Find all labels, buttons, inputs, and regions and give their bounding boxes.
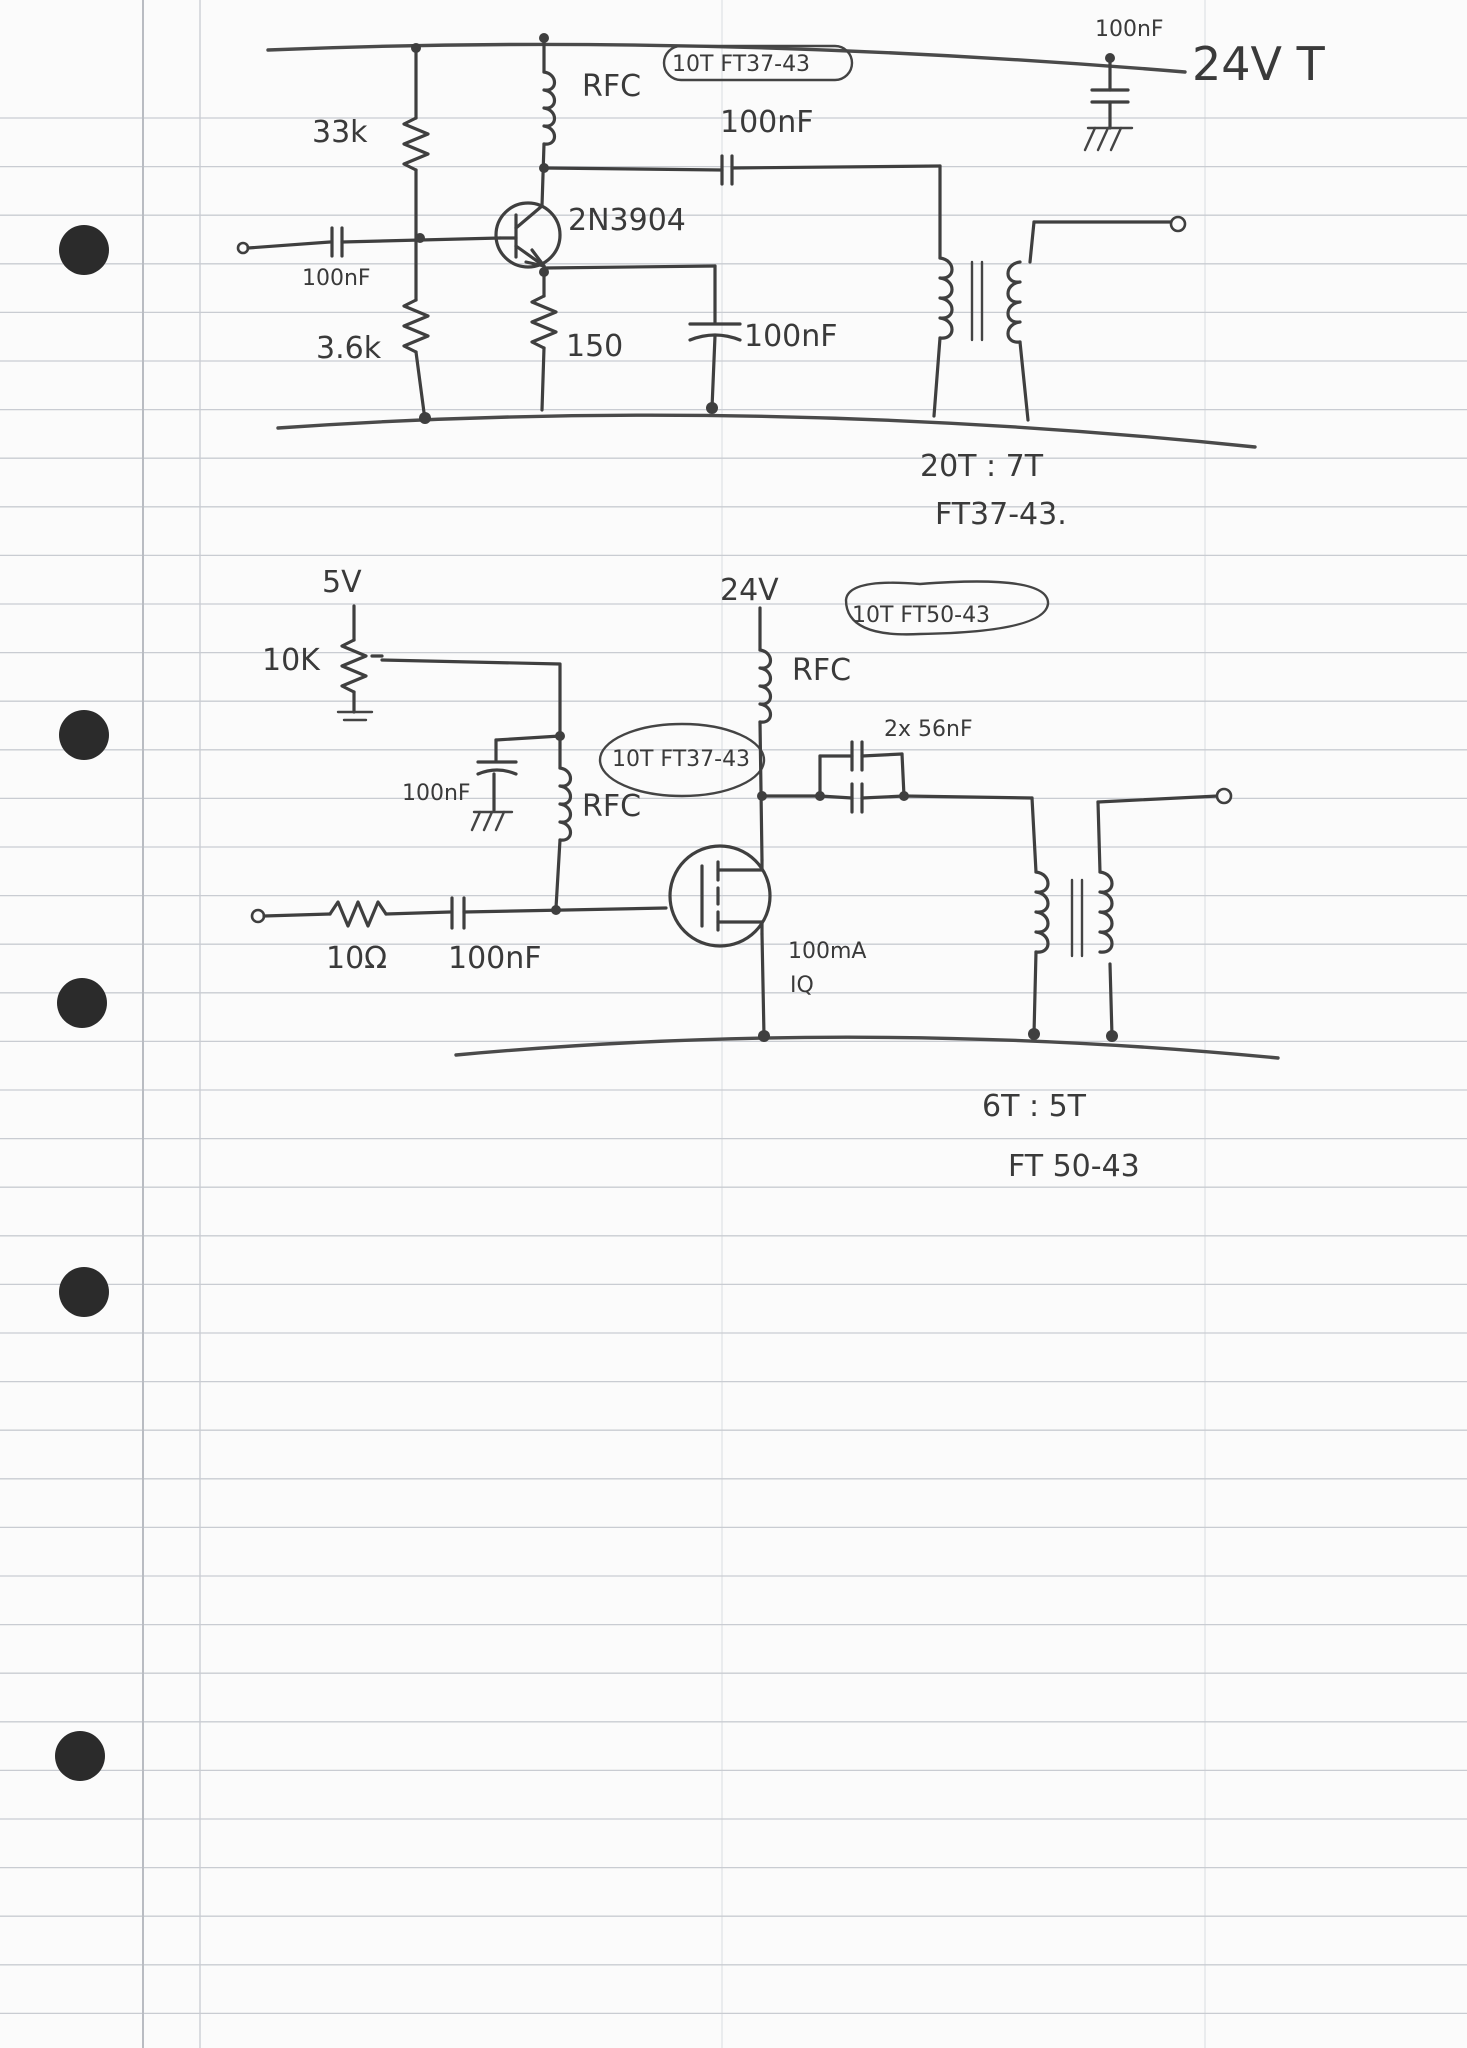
binder-hole: [59, 1267, 109, 1317]
input-terminal: [250, 908, 266, 924]
choke-note-bubble: [662, 44, 854, 82]
drain-choke-note-bubble: [844, 580, 1050, 636]
collector-choke-label: RFC: [582, 69, 641, 104]
transformer-core-label: FT37-43.: [935, 497, 1067, 532]
gate-resistor-label: 10Ω: [326, 941, 387, 976]
transistor-label: 2N3904: [568, 203, 686, 238]
decoupling-capacitor: [1090, 56, 1130, 130]
output-terminal: [1169, 215, 1187, 233]
quiescent-label: IQ: [790, 973, 814, 998]
output-transformer-1: [932, 220, 1174, 422]
circuit-2-mosfet-amplifier: 5V 10K 100nF RFC 10T FT37-43: [250, 565, 1280, 1184]
decoupling-cap-label: 100nF: [1095, 17, 1164, 42]
collector-choke-note: 10T FT37-43: [672, 52, 810, 77]
coupling-capacitor: [720, 154, 734, 186]
binder-hole: [59, 225, 109, 275]
ground-rail: [276, 413, 1257, 449]
output-terminal: [1215, 787, 1233, 805]
gate-input-cap-label: 100nF: [448, 941, 542, 976]
resistor-33k-label: 33k: [312, 115, 368, 150]
mosfet-transistor: [668, 844, 772, 948]
emitter-bypass-cap-label: 100nF: [744, 319, 838, 354]
transistor-2n3904: [494, 201, 562, 269]
emitter-resistor-label: 150: [566, 329, 623, 364]
gate-choke: [558, 766, 573, 842]
supply-label: 24V T: [1192, 37, 1326, 91]
binder-hole: [59, 710, 109, 760]
drain-choke-note: 10T FT50-43: [852, 603, 990, 628]
coupling-caps-label: 2x 56nF: [884, 717, 973, 742]
bias-pot-label: 10K: [262, 643, 321, 678]
gate-input-capacitor: [450, 896, 466, 930]
collector-choke: [542, 70, 557, 146]
gate-bypass-cap-label: 100nF: [402, 781, 471, 806]
drain-supply-label: 24V: [720, 573, 779, 608]
bias-potentiometer: [340, 638, 368, 694]
resistor-3-6k-label: 3.6k: [316, 331, 382, 366]
coupling-cap-label: 100nF: [720, 105, 814, 140]
input-cap-label: 100nF: [302, 266, 371, 291]
transformer-ratio-label: 20T : 7T: [920, 449, 1044, 484]
transformer-core-label: FT 50-43: [1008, 1149, 1140, 1184]
gate-choke-note: 10T FT37-43: [612, 747, 750, 772]
gate-resistor: [328, 900, 388, 928]
circuit-1-bjt-amplifier: 24V T 100nF 33k 3.6k: [236, 17, 1326, 532]
quiescent-current-label: 100mA: [788, 939, 866, 964]
drain-choke: [758, 648, 773, 724]
ground-rail: [454, 1035, 1280, 1060]
ruled-lines: [0, 117, 1467, 2015]
drain-choke-label: RFC: [792, 653, 851, 688]
ground-symbol: [1083, 126, 1134, 152]
gate-choke-note-bubble: [598, 722, 766, 798]
resistor-33k: [402, 116, 430, 172]
transformer-ratio-label: 6T : 5T: [982, 1089, 1087, 1124]
binder-hole: [55, 1731, 105, 1781]
emitter-resistor: [530, 294, 558, 350]
resistor-3-6k: [402, 298, 430, 354]
bias-supply-label: 5V: [322, 565, 362, 600]
output-transformer-2: [1028, 794, 1220, 1042]
gate-choke-label: RFC: [582, 789, 641, 824]
binder-hole: [57, 978, 107, 1028]
